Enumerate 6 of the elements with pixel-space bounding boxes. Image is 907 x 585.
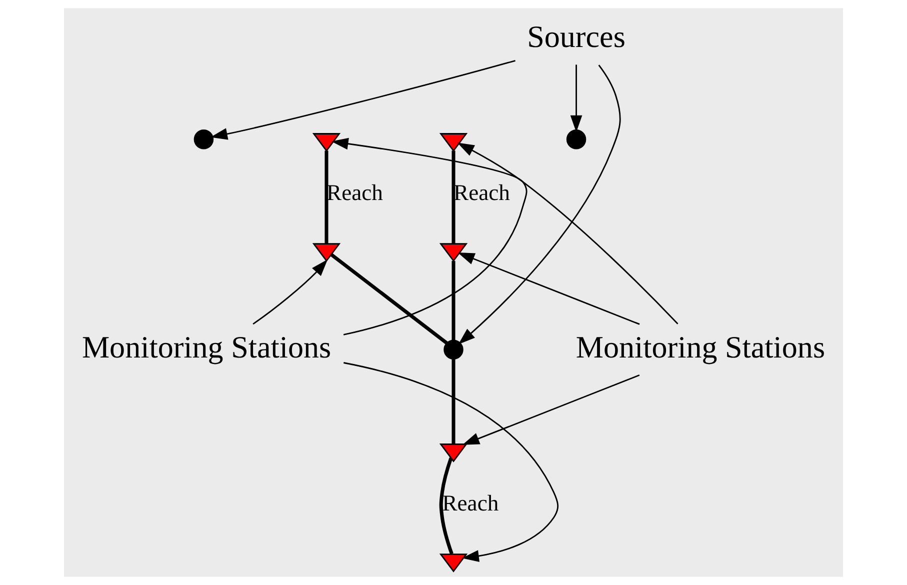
edge-label: Reach [442,490,499,516]
edge-label: Reach [454,180,510,205]
node-text: Sources [527,19,626,54]
node-text: Monitoring Stations [576,330,826,365]
edge-label: Reach [326,180,383,205]
node-text: Monitoring Stations [82,330,332,365]
